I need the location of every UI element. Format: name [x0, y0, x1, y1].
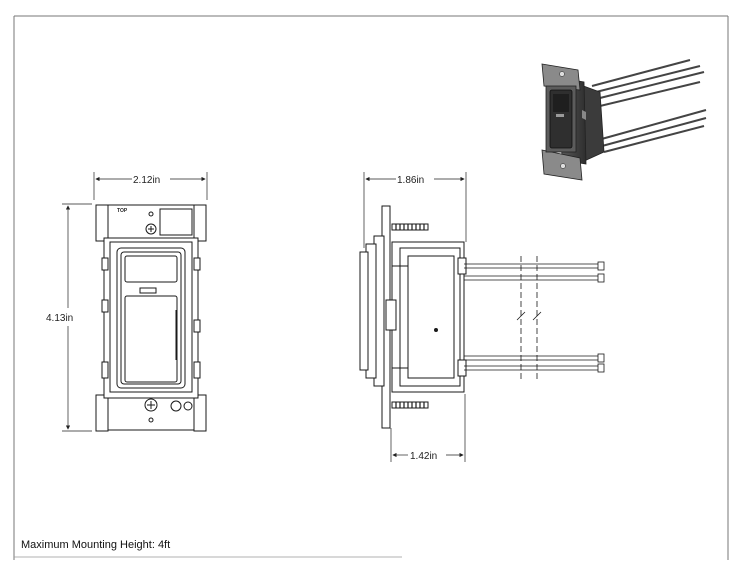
depth-label: 1.86in [397, 175, 424, 186]
side-body-dimension [390, 394, 466, 462]
side-view [359, 205, 467, 429]
front-width-dimension [93, 172, 208, 200]
front-view [95, 204, 207, 432]
width-label: 2.12in [133, 175, 160, 186]
side-depth-dimension [363, 172, 467, 248]
mounting-height-note: Maximum Mounting Height: 4ft [21, 539, 171, 551]
height-label: 4.13in [46, 313, 73, 324]
front-height-dimension [62, 203, 92, 432]
product-render-image [541, 59, 707, 181]
top-marking: TOP [117, 208, 128, 214]
sheet-border [13, 15, 729, 560]
side-view-wires [464, 256, 605, 380]
body-depth-label: 1.42in [410, 451, 437, 462]
